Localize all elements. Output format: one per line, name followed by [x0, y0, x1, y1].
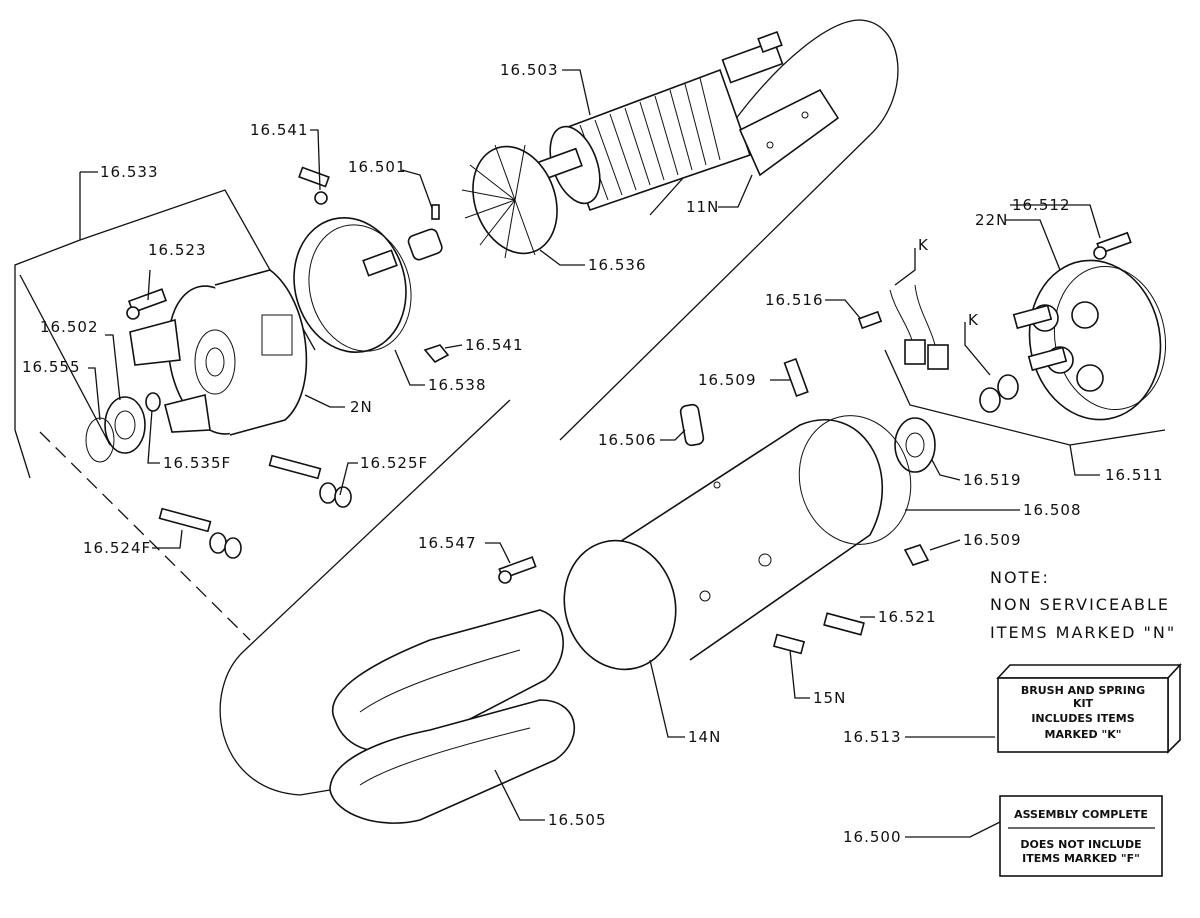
field-frame: [563, 415, 912, 671]
screw-16547: [498, 556, 537, 584]
screw-16509-top: [783, 357, 809, 397]
bracket: [738, 88, 840, 177]
bearing-16502: [104, 396, 146, 454]
note-text: NOTE: NON SERVICEABLE ITEMS MARKED "N": [990, 568, 1176, 642]
label-16555: 16.555: [22, 358, 81, 376]
label-16511: 16.511: [1105, 466, 1164, 484]
note-line-1: NOTE:: [990, 568, 1050, 587]
kit-box-line-3: INCLUDES ITEMS: [1031, 712, 1134, 725]
note-line-2: NON SERVICEABLE: [990, 595, 1170, 614]
label-16509-bottom: 16.509: [963, 531, 1022, 549]
drive-end-head: [1012, 259, 1167, 421]
label-16500: 16.500: [843, 828, 902, 846]
label-16516: 16.516: [765, 291, 824, 309]
assembly-box-line-3: ITEMS MARKED "F": [1022, 852, 1140, 865]
band: [293, 216, 412, 354]
label-K-top: K: [918, 236, 929, 254]
label-16509-top: 16.509: [698, 371, 757, 389]
bearing-16519: [894, 417, 936, 473]
label-2N: 2N: [350, 398, 373, 416]
label-16501: 16.501: [348, 158, 407, 176]
label-16533: 16.533: [100, 163, 159, 181]
label-22N: 22N: [975, 211, 1008, 229]
nut-16541: [423, 344, 450, 364]
label-16505: 16.505: [548, 811, 607, 829]
part-labels: 16.503 16.541 16.501 16.533 11N 16.523 1…: [22, 61, 1164, 846]
screw-16512: [1093, 231, 1132, 260]
assembly-box-line-2: DOES NOT INCLUDE: [1020, 838, 1141, 851]
armature: [537, 30, 784, 212]
spring-16506: [679, 403, 705, 447]
stud-16524F: [158, 507, 242, 559]
label-16523: 16.523: [148, 241, 207, 259]
label-16541-top: 16.541: [250, 121, 309, 139]
label-16519: 16.519: [963, 471, 1022, 489]
label-16538: 16.538: [428, 376, 487, 394]
label-16506: 16.506: [598, 431, 657, 449]
kit-box: BRUSH AND SPRING KIT INCLUDES ITEMS MARK…: [996, 662, 1182, 754]
screw-16523: [126, 288, 167, 320]
screw-16516: [857, 310, 883, 330]
label-16521: 16.521: [878, 608, 937, 626]
field-coils: [329, 609, 576, 824]
label-K-bottom: K: [968, 311, 979, 329]
clip-16509: [903, 544, 930, 566]
washer-16535F: [145, 392, 161, 412]
label-16525F: 16.525F: [360, 454, 428, 472]
leader-lines: [80, 69, 1101, 838]
label-16524F: 16.524F: [83, 539, 151, 557]
assembly-box-line-1: ASSEMBLY COMPLETE: [1014, 808, 1148, 821]
screw-16541-top: [298, 166, 330, 205]
label-16503: 16.503: [500, 61, 559, 79]
pin-sleeve: [407, 204, 443, 261]
brushes: [889, 284, 949, 370]
assembly-box: ASSEMBLY COMPLETE DOES NOT INCLUDE ITEMS…: [999, 795, 1163, 877]
note-line-3: ITEMS MARKED "N": [990, 623, 1176, 642]
label-16512: 16.512: [1012, 196, 1071, 214]
label-16508: 16.508: [1023, 501, 1082, 519]
label-16513: 16.513: [843, 728, 902, 746]
fan: [461, 144, 558, 259]
label-16541-bottom: 16.541: [465, 336, 524, 354]
screw-16521: [823, 612, 865, 636]
kit-box-line-2: KIT: [1073, 697, 1094, 710]
label-11N: 11N: [686, 198, 719, 216]
end-head: [129, 269, 308, 436]
kit-box-line-4: MARKED "K": [1045, 728, 1122, 741]
label-16535F: 16.535F: [163, 454, 231, 472]
label-16502: 16.502: [40, 318, 99, 336]
brush-springs: [979, 374, 1019, 413]
label-15N: 15N: [813, 689, 846, 707]
kit-box-line-1: BRUSH AND SPRING: [1021, 684, 1145, 697]
label-16547: 16.547: [418, 534, 477, 552]
label-14N: 14N: [688, 728, 721, 746]
stud-16525F: [268, 454, 352, 508]
label-16536: 16.536: [588, 256, 647, 274]
screw-15N: [772, 633, 806, 655]
